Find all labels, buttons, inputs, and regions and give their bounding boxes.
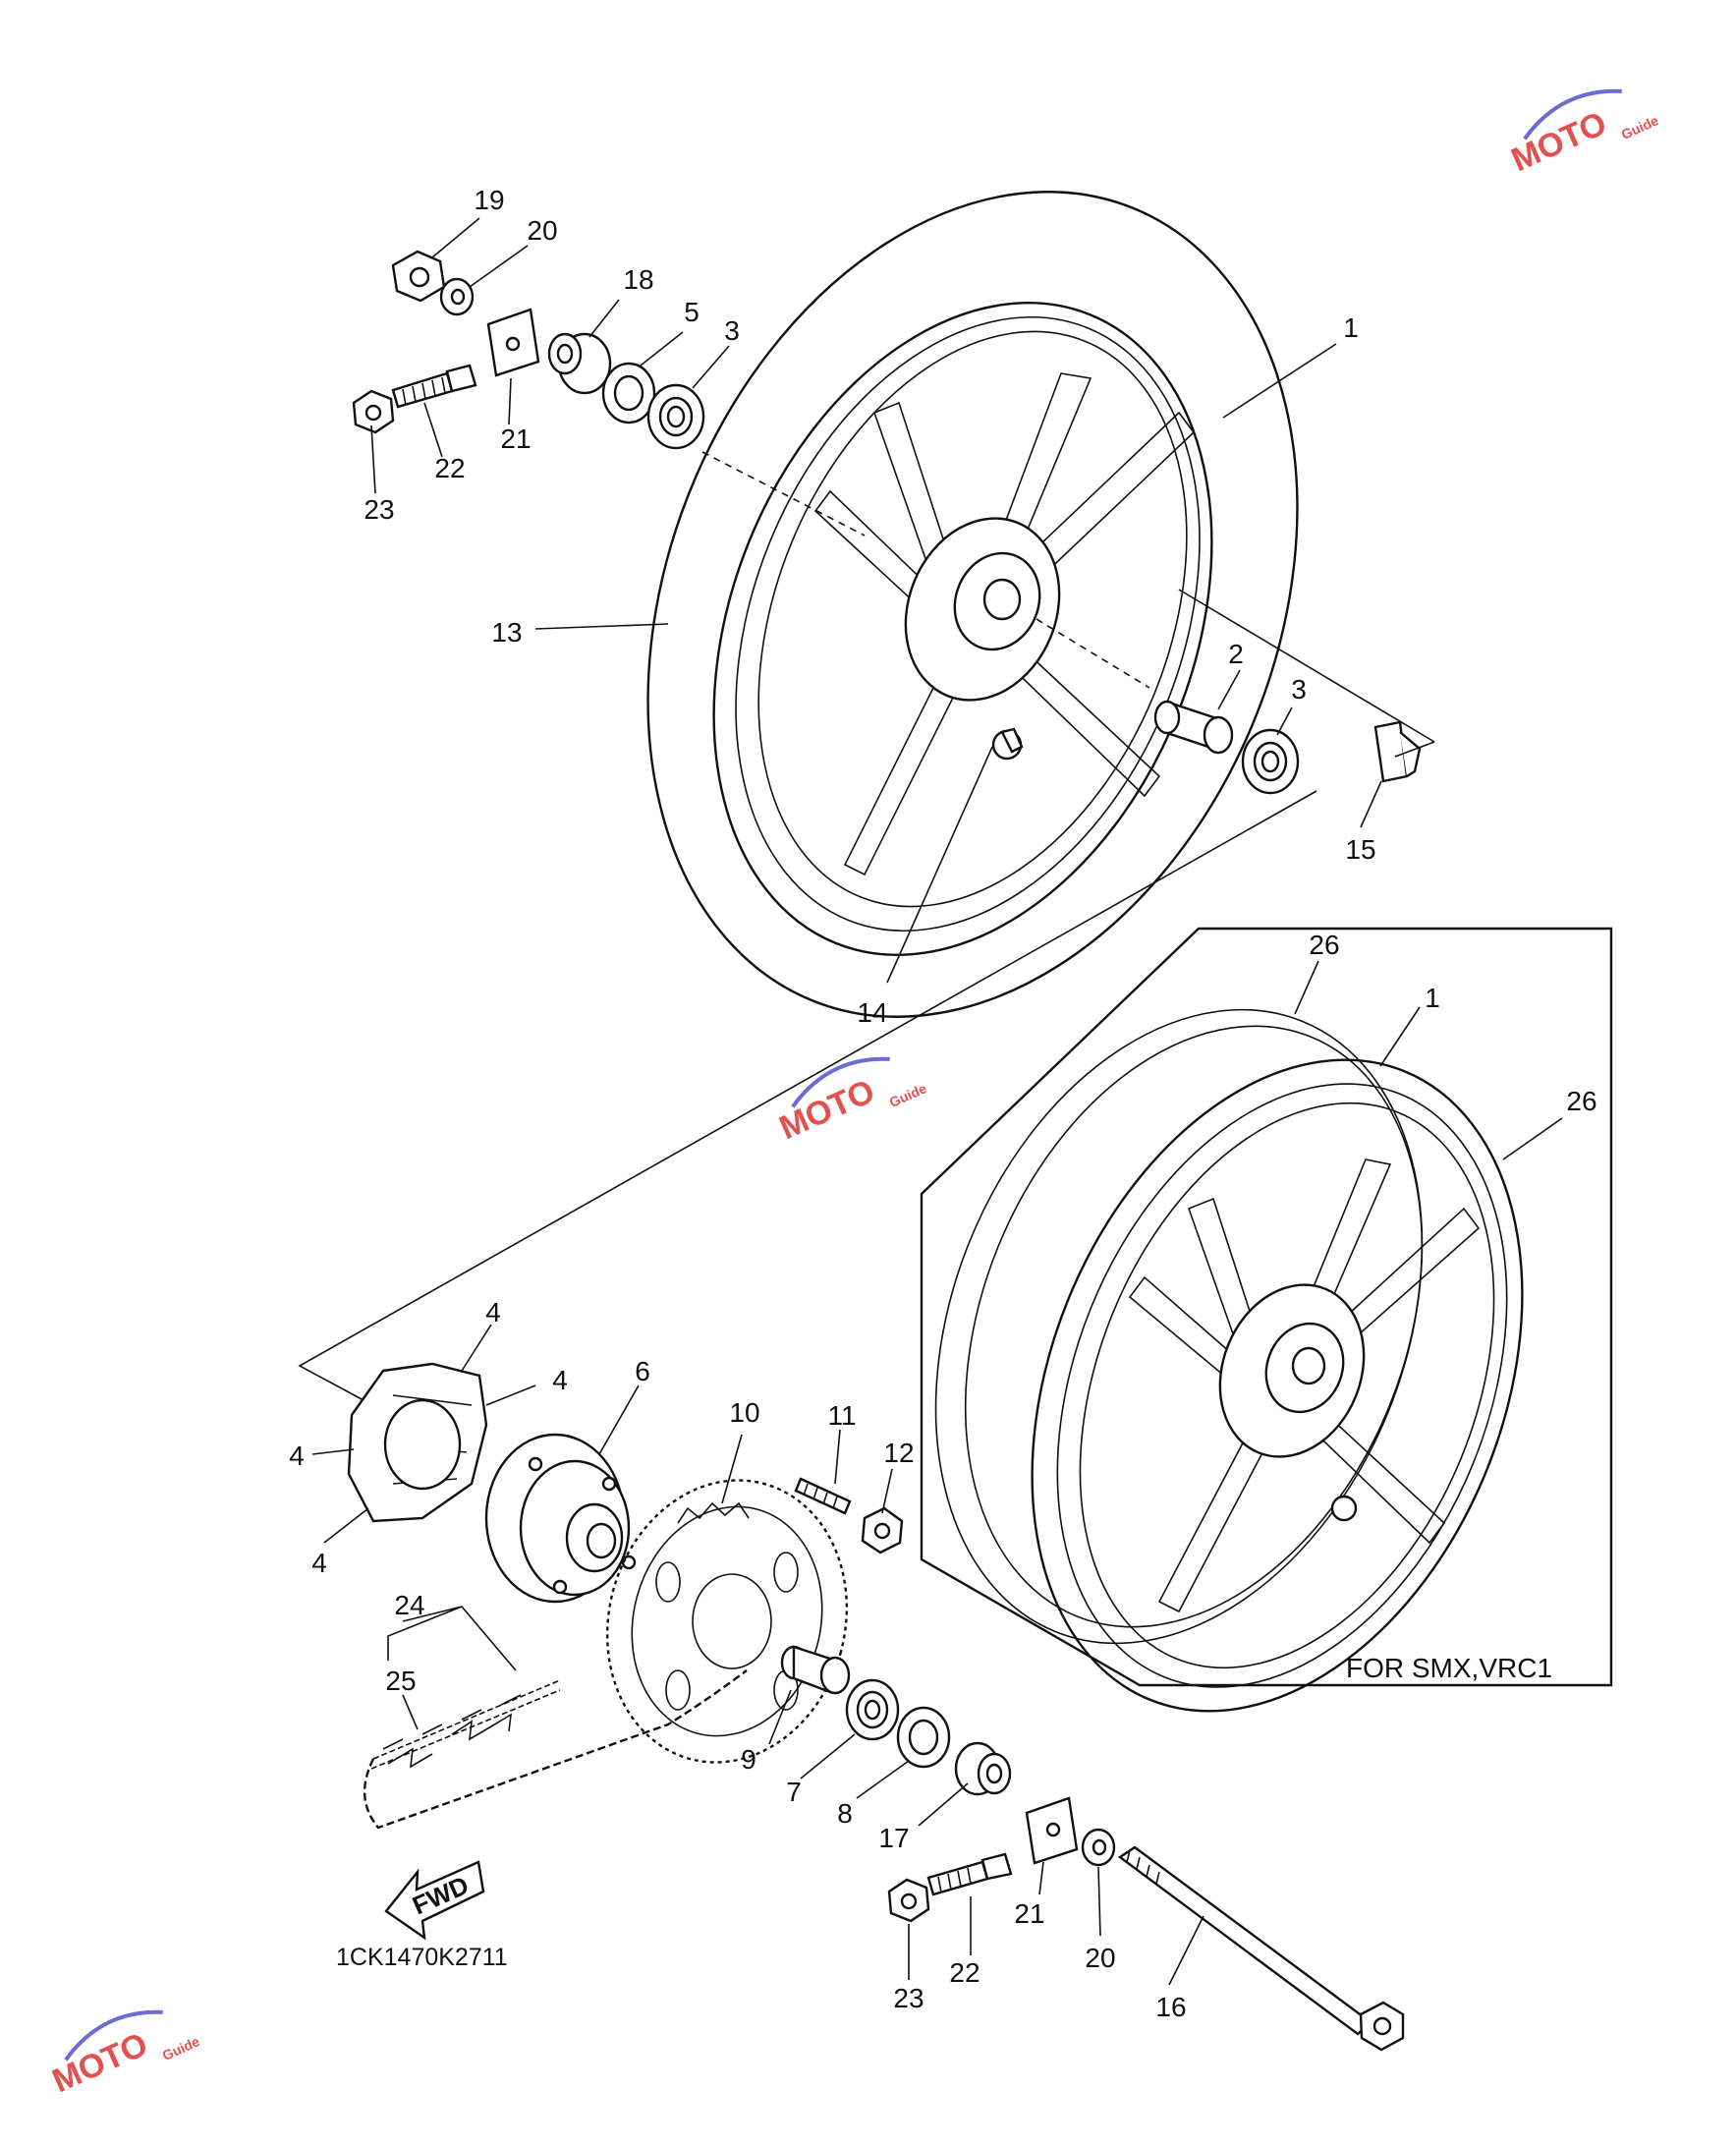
part-6-clutch-hub xyxy=(484,1433,637,1604)
watermark-logo-bottom: MOTO Guide xyxy=(47,2009,202,2100)
inset-wheel-spokes xyxy=(1128,1158,1481,1613)
leader-lines-top xyxy=(370,217,1435,984)
part-3-bearing-right xyxy=(1241,728,1300,795)
part-22-adjust-bolt-right xyxy=(926,1852,1013,1896)
callout-9: 9 xyxy=(741,1744,756,1775)
callout-14: 14 xyxy=(857,997,887,1028)
fwd-arrow-icon: FWD xyxy=(384,1860,485,1941)
callout-6: 6 xyxy=(635,1356,650,1386)
watermark-sub: Guide xyxy=(887,1080,929,1110)
watermark-brand: MOTO xyxy=(1506,104,1612,179)
part-20-washer xyxy=(439,277,475,316)
part-3-bearing xyxy=(646,383,705,450)
callout-4-left: 4 xyxy=(289,1441,305,1471)
part-21-chain-puller xyxy=(486,308,540,377)
callout-11: 11 xyxy=(827,1400,856,1431)
callout-21-bottom: 21 xyxy=(1014,1898,1044,1929)
part-10-sprocket xyxy=(605,1479,849,1764)
part-24-drive-chain xyxy=(363,1669,748,1830)
callout-4-bottom: 4 xyxy=(311,1548,327,1578)
watermark-brand: MOTO xyxy=(774,1072,880,1147)
part-5-oil-seal xyxy=(601,362,656,424)
callout-1-inset: 1 xyxy=(1425,983,1440,1013)
callout-15: 15 xyxy=(1345,834,1375,865)
callout-17: 17 xyxy=(878,1823,909,1853)
callout-23-bottom: 23 xyxy=(893,1983,924,2013)
part-18-collar xyxy=(547,332,612,395)
part-21-chain-puller-right xyxy=(1025,1796,1079,1865)
part-8-oil-seal xyxy=(896,1706,951,1769)
callout-13: 13 xyxy=(491,617,522,648)
watermark-sub: Guide xyxy=(1619,112,1661,142)
callout-3-right: 3 xyxy=(1291,674,1307,705)
part-20-washer-right xyxy=(1081,1828,1116,1867)
callout-21: 21 xyxy=(500,424,531,454)
inset-wheel xyxy=(934,1008,1524,1713)
part-9-collar xyxy=(780,1645,851,1695)
callout-20: 20 xyxy=(527,215,557,246)
callout-19: 19 xyxy=(474,185,504,215)
part-15-balance-weight xyxy=(1373,720,1422,783)
callout-4-right: 4 xyxy=(552,1365,568,1395)
drawing-code: 1CK1470K2711 xyxy=(336,1944,508,1971)
inset-leaders xyxy=(1294,960,1563,1160)
part-4-damper xyxy=(347,1362,488,1523)
part-12-nut xyxy=(861,1506,904,1554)
watermark-brand: MOTO xyxy=(47,2025,153,2100)
part-16-wheel-axle xyxy=(1117,1845,1405,2052)
callout-18: 18 xyxy=(623,264,653,295)
callout-labels: 19 20 18 5 3 1 21 22 23 13 2 3 15 14 26 … xyxy=(289,185,1596,2022)
watermark-logo: MOTO Guide xyxy=(1506,88,1661,179)
callout-4-top: 4 xyxy=(485,1297,501,1328)
leader-lines-bottom xyxy=(311,1324,1204,1986)
callout-26-inset: 26 xyxy=(1566,1086,1596,1116)
callout-5: 5 xyxy=(684,297,700,327)
part-23-nut xyxy=(352,389,395,434)
callout-3: 3 xyxy=(724,315,740,346)
callout-20-bottom: 20 xyxy=(1085,1943,1115,1973)
part-11-stud-bolt xyxy=(794,1477,852,1515)
callout-10: 10 xyxy=(729,1397,759,1428)
variant-inset-box xyxy=(920,927,1613,1687)
part-7-bearing xyxy=(845,1678,900,1741)
part-2-spacer xyxy=(1153,700,1234,755)
callout-23: 23 xyxy=(364,494,394,525)
axle-centerline-right xyxy=(1036,618,1150,689)
callout-25: 25 xyxy=(385,1666,416,1696)
main-wheel xyxy=(712,302,1213,956)
main-wheel-spokes xyxy=(813,372,1196,876)
callout-24: 24 xyxy=(394,1590,424,1620)
callout-8: 8 xyxy=(837,1798,853,1829)
part-17-collar xyxy=(954,1741,1012,1796)
part-19-nut xyxy=(391,250,446,303)
callout-7: 7 xyxy=(786,1777,802,1807)
watermark-sub: Guide xyxy=(160,2033,202,2063)
callout-22: 22 xyxy=(434,453,465,483)
callout-1: 1 xyxy=(1343,312,1359,343)
part-23-nut-right xyxy=(887,1878,930,1923)
part-22-adjust-bolt xyxy=(391,364,477,409)
callout-26: 26 xyxy=(1309,930,1339,960)
callout-22-bottom: 22 xyxy=(949,1957,980,1988)
part-25-chain-joint xyxy=(387,1713,512,1769)
axle-centerline-left xyxy=(701,451,866,537)
variant-note: FOR SMX,VRC1 xyxy=(1346,1653,1552,1683)
callout-16: 16 xyxy=(1155,1992,1186,2022)
assembly-guide-line xyxy=(298,790,1317,1401)
callout-2: 2 xyxy=(1228,639,1244,669)
callout-12: 12 xyxy=(883,1438,914,1468)
